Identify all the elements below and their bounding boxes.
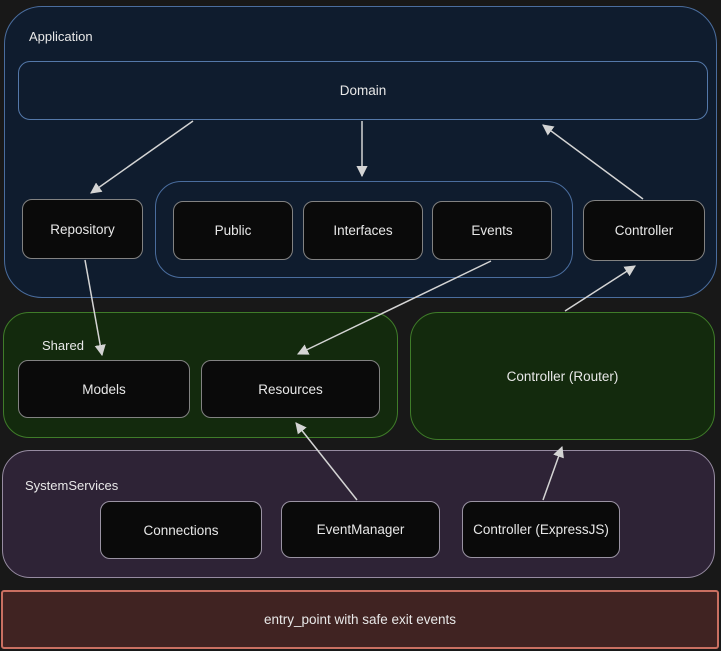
node-repository: Repository bbox=[22, 199, 143, 259]
node-domain: Domain bbox=[18, 61, 708, 120]
cluster-application-label: Application bbox=[29, 29, 93, 44]
cluster-shared-label: Shared bbox=[42, 338, 84, 353]
entry-point-label: entry_point with safe exit events bbox=[263, 612, 457, 627]
node-resources: Resources bbox=[201, 360, 380, 418]
cluster-system-services-label: SystemServices bbox=[25, 478, 119, 493]
node-interfaces: Interfaces bbox=[303, 201, 423, 260]
node-models: Models bbox=[18, 360, 190, 418]
entry-point-banner: entry_point with safe exit events bbox=[1, 590, 719, 649]
node-events: Events bbox=[432, 201, 552, 260]
node-connections: Connections bbox=[100, 501, 262, 559]
node-controller: Controller bbox=[583, 200, 705, 261]
node-event-manager: EventManager bbox=[281, 501, 440, 558]
node-controller-router: Controller (Router) bbox=[410, 312, 715, 440]
node-public: Public bbox=[173, 201, 293, 260]
node-controller-expressjs: Controller (ExpressJS) bbox=[462, 501, 620, 558]
